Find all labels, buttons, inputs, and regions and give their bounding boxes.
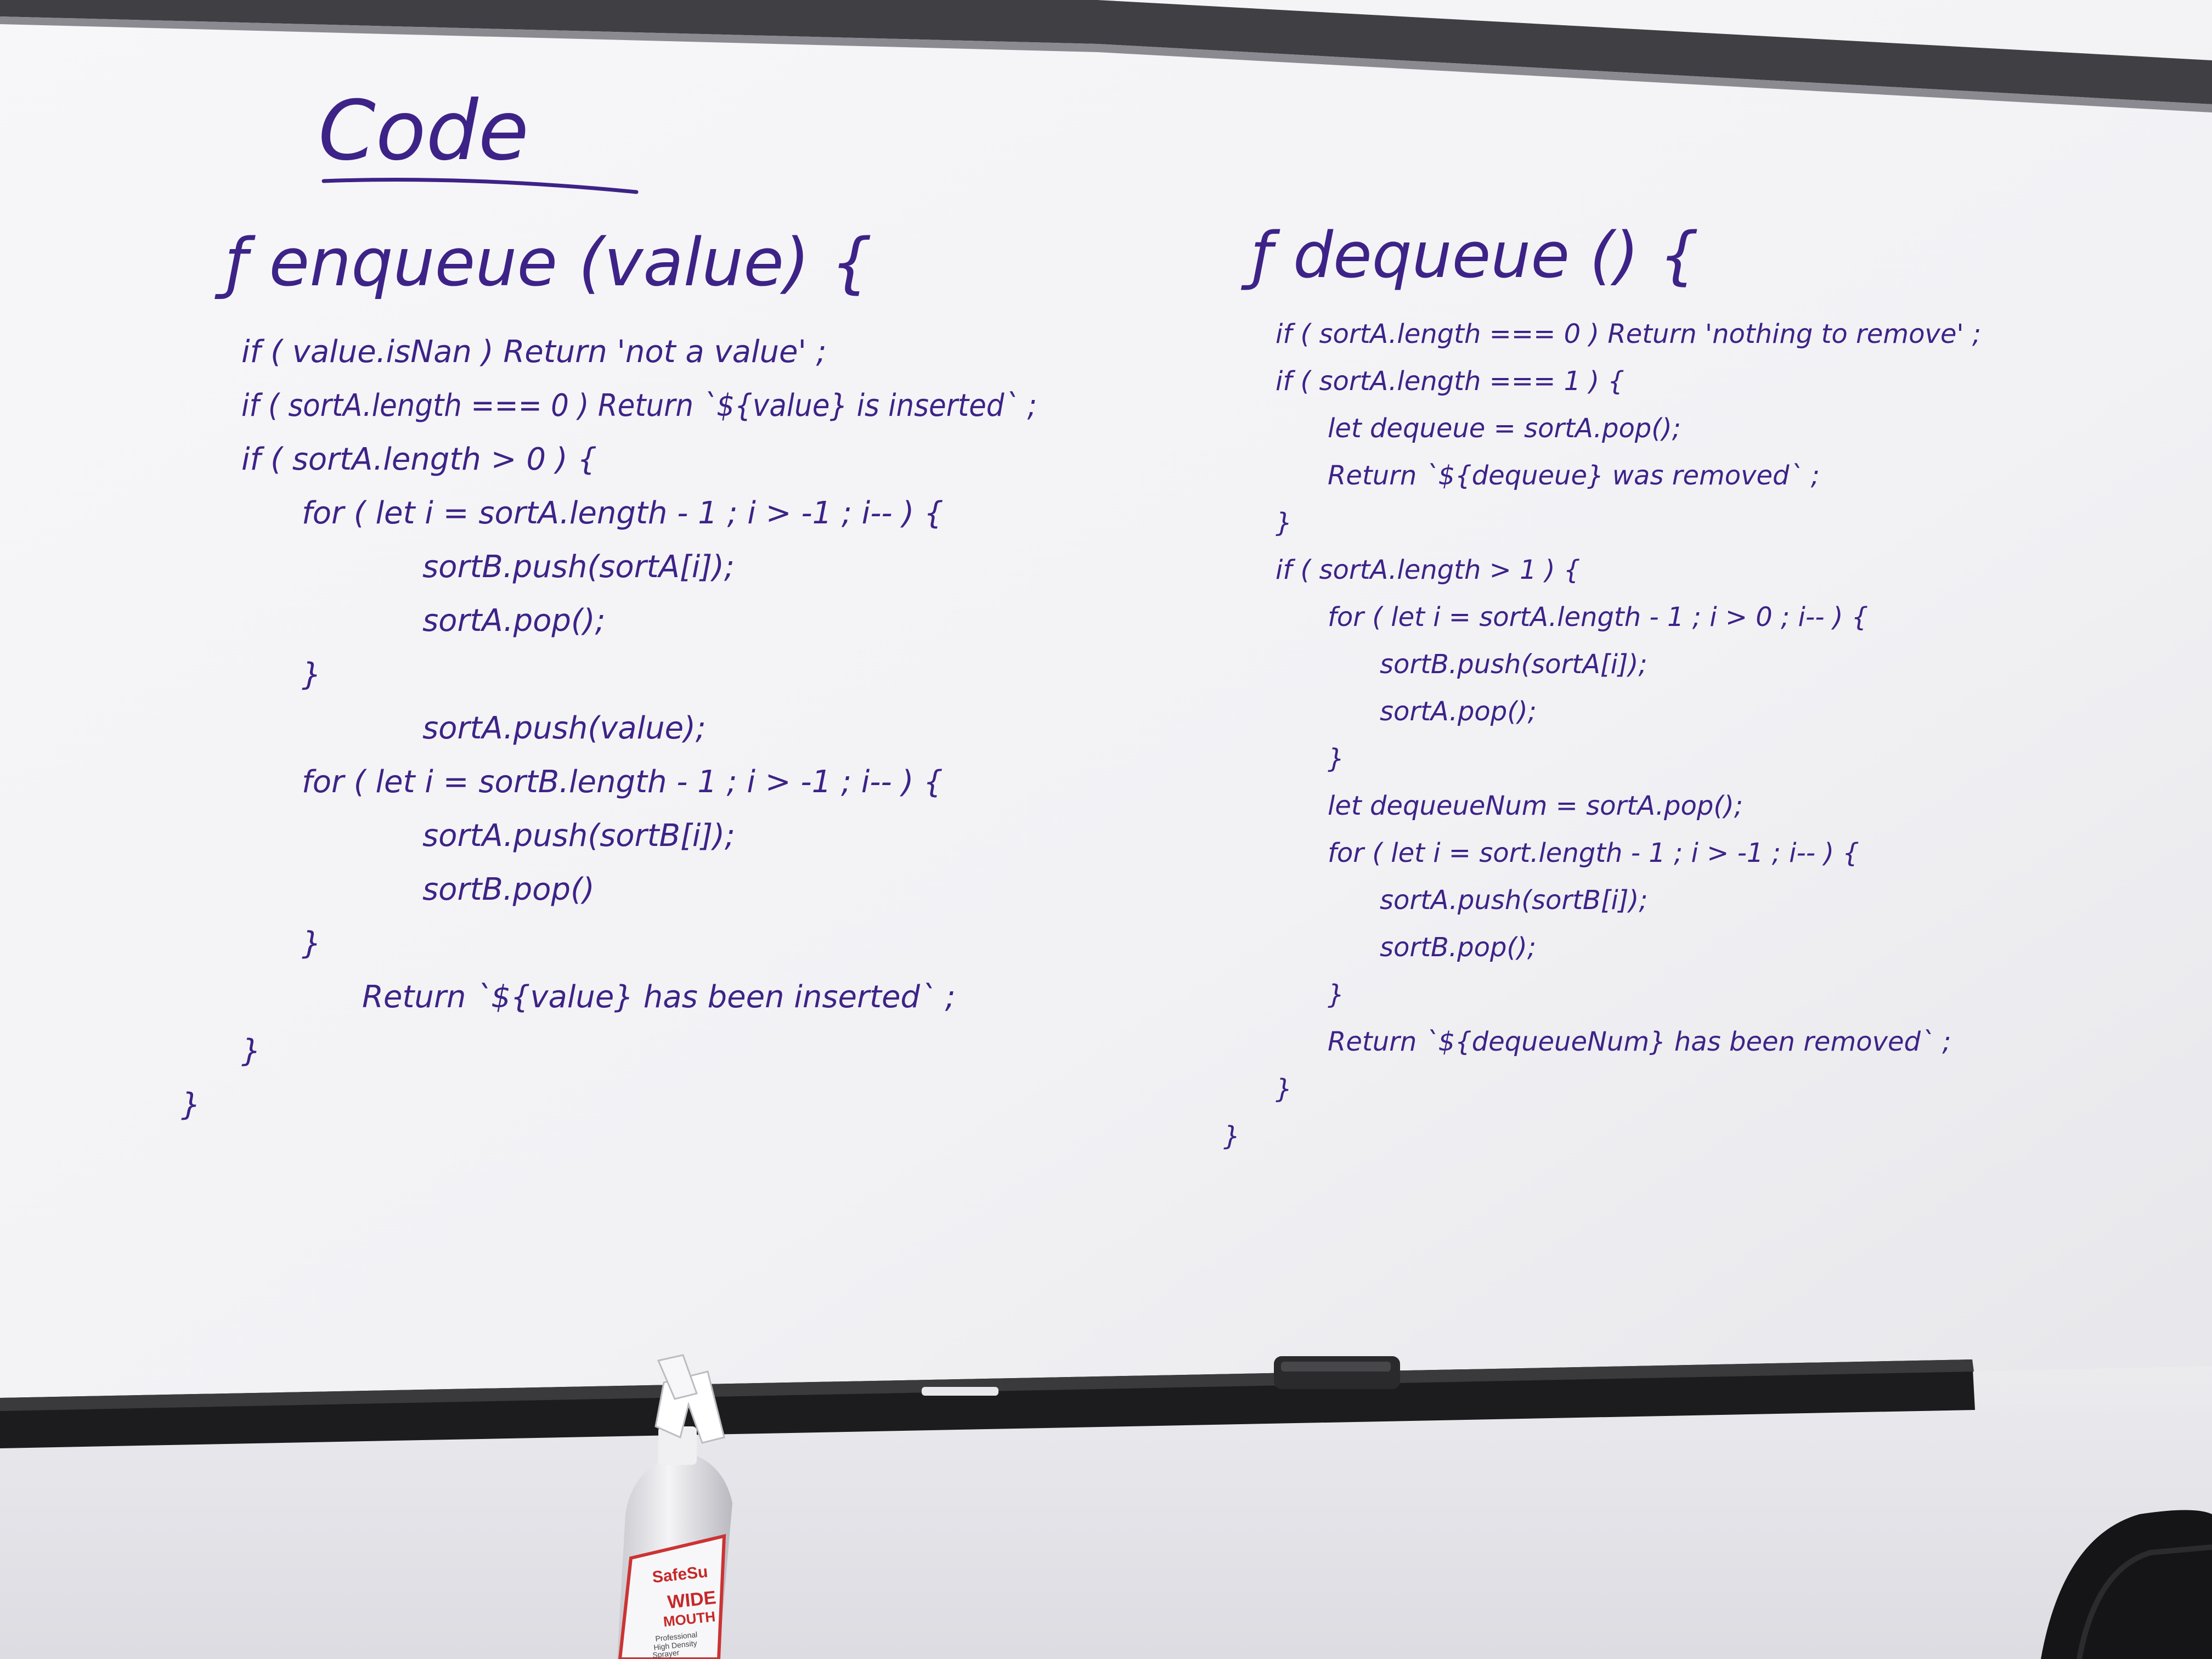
code-line: if ( sortA.length > 0 ) { bbox=[241, 442, 597, 477]
chair bbox=[2041, 1510, 2212, 1659]
code-line: sortA.push(sortB[i]); bbox=[1380, 885, 1648, 916]
wall bbox=[0, 1404, 2212, 1659]
code-line: sortA.push(sortB[i]); bbox=[422, 818, 735, 854]
spray-bottle: SafeSu WIDE MOUTH Professional High Dens… bbox=[617, 1354, 732, 1659]
dequeue-body: if ( sortA.length === 0 ) Return 'nothin… bbox=[1223, 319, 1981, 1152]
code-line: } bbox=[1328, 979, 1345, 1010]
code-line: for ( let i = sortA.length - 1 ; i > -1 … bbox=[302, 495, 944, 531]
code-line: sortA.push(value); bbox=[422, 710, 706, 746]
title-underline bbox=[321, 178, 639, 194]
code-line: if ( sortA.length === 1 ) { bbox=[1276, 366, 1624, 397]
code-line: } bbox=[1276, 507, 1293, 538]
handwriting: Code ƒ enqueue (value) { if ( value.isNa… bbox=[181, 83, 1981, 1152]
code-line: } bbox=[302, 926, 321, 961]
marker-tray bbox=[0, 1359, 1975, 1448]
code-line: } bbox=[1223, 1121, 1240, 1152]
dequeue-header: ƒ dequeue () { bbox=[1240, 219, 1699, 292]
code-line: sortB.push(sortA[i]); bbox=[422, 549, 735, 585]
bottle-label-line: WIDE bbox=[667, 1587, 717, 1613]
code-line: sortB.pop() bbox=[422, 872, 595, 907]
enqueue-block: ƒ enqueue (value) { if ( value.isNan ) R… bbox=[181, 225, 1037, 1122]
code-line: sortA.pop(); bbox=[422, 603, 605, 639]
code-line: Return `${dequeueNum} has been removed` … bbox=[1328, 1026, 1951, 1057]
code-line: } bbox=[1328, 743, 1345, 774]
code-line: for ( let i = sortB.length - 1 ; i > -1 … bbox=[302, 764, 943, 800]
code-line: } bbox=[302, 657, 321, 692]
code-line: } bbox=[181, 1087, 201, 1122]
code-line: Return `${dequeue} was removed` ; bbox=[1328, 460, 1820, 491]
bottle-label-line: Sprayer bbox=[652, 1648, 680, 1659]
code-line: if ( value.isNan ) Return 'not a value' … bbox=[241, 334, 827, 370]
code-line: sortA.pop(); bbox=[1380, 696, 1537, 727]
code-line: if ( sortA.length > 1 ) { bbox=[1276, 555, 1580, 585]
enqueue-body: if ( value.isNan ) Return 'not a value' … bbox=[181, 334, 1037, 1122]
code-line: } bbox=[241, 1033, 261, 1069]
code-line: for ( let i = sortA.length - 1 ; i > 0 ;… bbox=[1328, 602, 1868, 633]
code-line: if ( sortA.length === 0 ) Return 'nothin… bbox=[1276, 319, 1981, 349]
enqueue-header: ƒ enqueue (value) { bbox=[215, 225, 872, 301]
code-line: sortB.push(sortA[i]); bbox=[1380, 649, 1647, 680]
code-line: let dequeue = sortA.pop(); bbox=[1328, 413, 1681, 444]
code-line: if ( sortA.length === 0 ) Return `${valu… bbox=[241, 388, 1037, 424]
whiteboard-surface bbox=[0, 0, 2212, 1404]
code-line: for ( let i = sort.length - 1 ; i > -1 ;… bbox=[1328, 838, 1859, 868]
marker bbox=[922, 1387, 998, 1396]
code-line: sortB.pop(); bbox=[1380, 932, 1536, 963]
code-line: Return `${value} has been inserted` ; bbox=[362, 979, 956, 1015]
eraser bbox=[1274, 1356, 1400, 1389]
code-line: let dequeueNum = sortA.pop(); bbox=[1328, 791, 1743, 821]
code-line: } bbox=[1276, 1074, 1293, 1104]
dequeue-block: ƒ dequeue () { if ( sortA.length === 0 )… bbox=[1223, 219, 1981, 1152]
whiteboard-top-rail bbox=[0, 0, 2212, 104]
board-title: Code bbox=[318, 83, 529, 179]
